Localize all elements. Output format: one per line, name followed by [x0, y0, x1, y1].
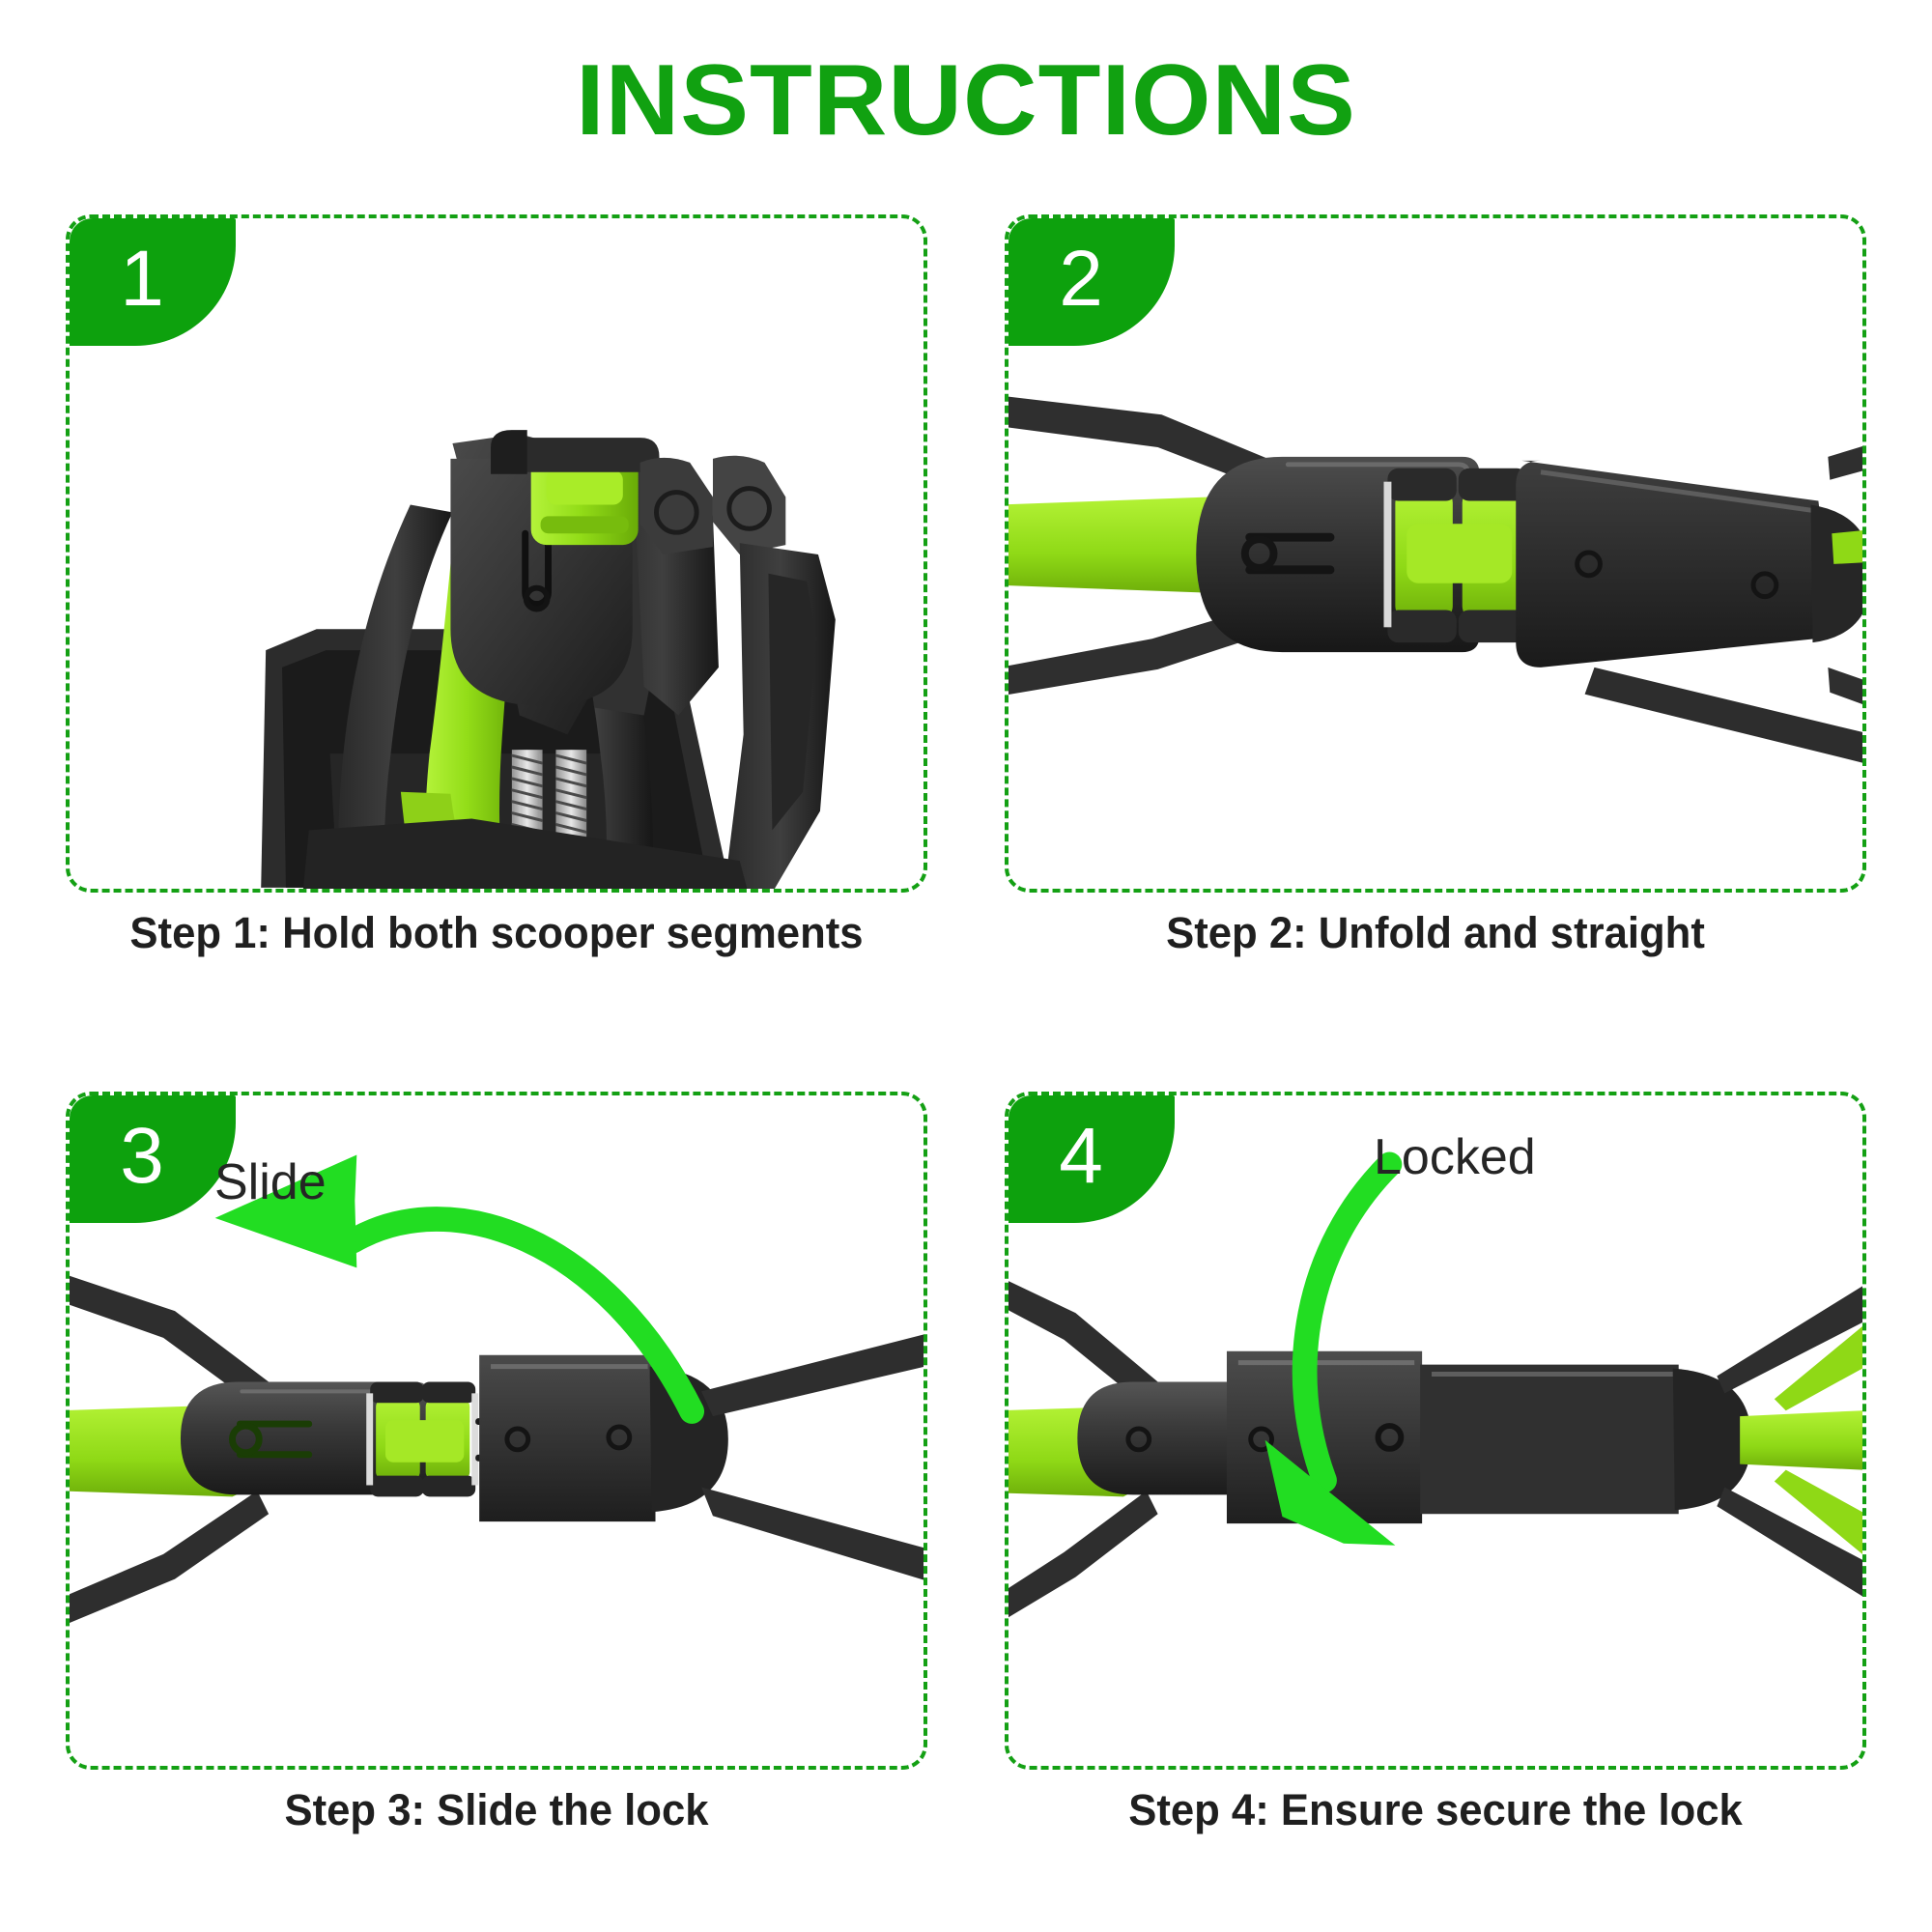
page-title: INSTRUCTIONS [576, 44, 1356, 156]
step-caption-3: Step 3: Slide the lock [284, 1785, 709, 1834]
step-card-4: Locked 4 [1005, 1092, 1866, 1770]
step-1-product-illustration [70, 218, 923, 889]
step-3-annotation-slide: Slide [214, 1154, 327, 1210]
instruction-step-3: Slide 3 Step 3: Slide the lock [66, 1092, 927, 1834]
step-caption-1: Step 1: Hold both scooper segments [129, 908, 864, 957]
step-number-2: 2 [1059, 235, 1103, 323]
step-card-2: 2 [1005, 214, 1866, 893]
instruction-step-4: Locked 4 Step 4: Ensure secure the lock [1005, 1092, 1866, 1834]
step-number-4: 4 [1059, 1112, 1103, 1200]
step-card-3: Slide 3 [66, 1092, 927, 1770]
step-number-3: 3 [120, 1112, 164, 1200]
step-caption-2: Step 2: Unfold and straight [1166, 908, 1705, 957]
instruction-step-1: 1 Step 1: Hold both scooper segments [66, 214, 927, 957]
step-2-product-illustration [1009, 218, 1862, 889]
step-number-1: 1 [120, 235, 164, 323]
step-number-badge-3: 3 [70, 1095, 236, 1223]
step-number-badge-2: 2 [1009, 218, 1175, 346]
step-4-annotation-locked: Locked [1374, 1129, 1536, 1185]
step-caption-4: Step 4: Ensure secure the lock [1128, 1785, 1743, 1834]
step-card-1: 1 [66, 214, 927, 893]
instruction-step-2: 2 Step 2: Unfold and straight [1005, 214, 1866, 957]
